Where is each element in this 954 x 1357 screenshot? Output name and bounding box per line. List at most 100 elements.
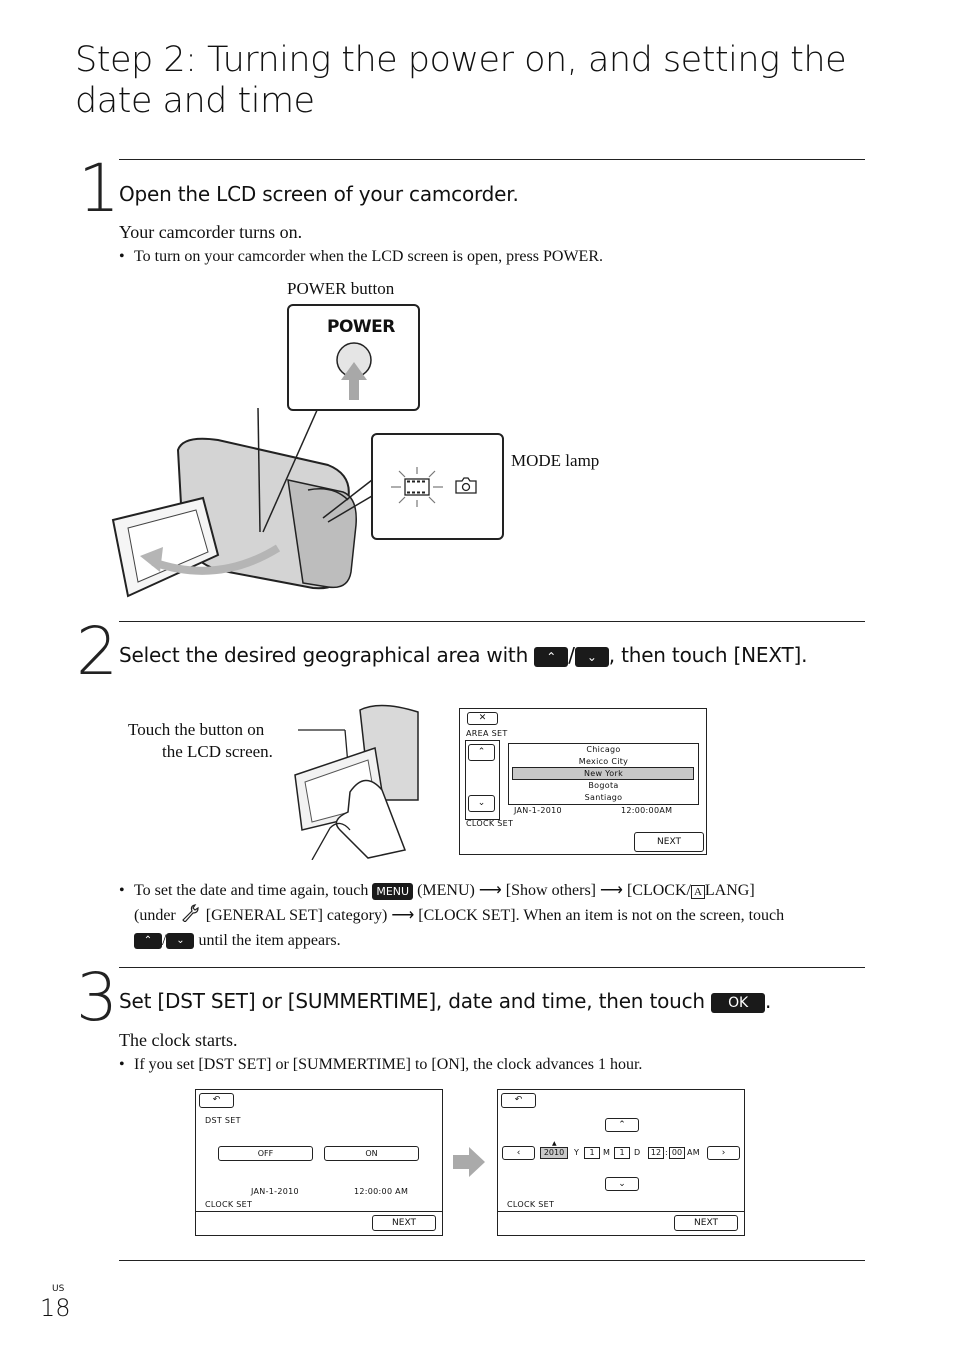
down-icon: ⌄ <box>477 798 486 808</box>
clock-set-label: CLOCK SET <box>507 1200 555 1209</box>
dst-set-screen: ↶ DST SET OFF ON JAN-1-2010 12:00:00 AM … <box>195 1089 443 1236</box>
screen-divider <box>498 1211 744 1212</box>
page-number: 18 <box>40 1294 71 1322</box>
next-button[interactable]: NEXT <box>634 832 704 852</box>
heading-end: . <box>765 989 772 1013</box>
down-icon: ⌄ <box>574 646 609 667</box>
chevron-right-icon: › <box>721 1148 726 1158</box>
bullet-text: until the item appears. <box>198 932 341 949</box>
step3-heading: Set [DST SET] or [SUMMERTIME], date and … <box>119 989 771 1013</box>
heading-slash: / <box>568 643 575 667</box>
step-number: 3 <box>76 959 118 1036</box>
ok-icon: OK <box>711 992 766 1013</box>
minute-field[interactable]: 00 <box>669 1147 685 1159</box>
divider <box>119 1260 865 1261</box>
step-number: 2 <box>76 613 118 690</box>
clock-set-label: CLOCK SET <box>205 1200 253 1209</box>
time-colon: : <box>665 1148 668 1157</box>
time-value: 12:00:00AM <box>621 806 673 815</box>
list-item[interactable]: Mexico City <box>578 757 629 766</box>
screen-divider <box>196 1211 442 1212</box>
arrow-right-icon: ⟶ <box>391 907 415 924</box>
time-value: 12:00:00 AM <box>354 1187 409 1196</box>
next-field-button[interactable]: › <box>707 1146 740 1160</box>
date-value: JAN-1-2010 <box>514 806 562 815</box>
dst-set-label: DST SET <box>205 1116 241 1125</box>
region-code: US <box>52 1284 65 1294</box>
area-set-label: AREA SET <box>466 729 508 738</box>
back-icon: ↶ <box>212 1095 221 1105</box>
chevron-left-icon: ‹ <box>516 1148 521 1158</box>
ampm-label: AM <box>687 1148 700 1157</box>
scroll-column <box>465 740 500 820</box>
heading-text: Select the desired geographical area wit… <box>119 643 529 667</box>
next-button[interactable]: NEXT <box>674 1215 738 1231</box>
bullet-text: LANG] <box>704 882 755 899</box>
bullet-text: To set the date and time again, touch <box>134 882 369 899</box>
back-icon: ↶ <box>514 1095 523 1105</box>
wrench-icon <box>181 904 199 923</box>
up-button[interactable]: ⌃ <box>605 1118 639 1132</box>
clock-set-screen: ↶ ⌃ ‹ ▲ 2010 Y 1 M 1 D 12 : 00 AM › ⌄ CL… <box>497 1089 745 1236</box>
step1-body: Your camcorder turns on. <box>119 222 303 242</box>
clock-set-label: CLOCK SET <box>466 819 514 828</box>
prev-button[interactable]: ‹ <box>502 1146 535 1160</box>
hour-field[interactable]: 12 <box>648 1147 664 1159</box>
mode-lamp-label: MODE lamp <box>511 451 600 470</box>
down-button[interactable]: ⌄ <box>605 1177 639 1191</box>
touch-label-line2: the LCD screen. <box>162 742 273 761</box>
list-item[interactable]: Chicago <box>586 745 621 754</box>
heading-text: , then touch [NEXT]. <box>608 643 808 667</box>
bullet-slash: / <box>162 932 167 949</box>
menu-icon: MENU <box>372 882 414 900</box>
step1-bullet: •To turn on your camcorder when the LCD … <box>119 248 603 265</box>
divider <box>119 967 865 968</box>
bullet-text: [CLOCK SET]. When an item is not on the … <box>418 907 785 924</box>
bullet-text: [GENERAL SET] category) <box>205 907 388 924</box>
step2-bullet: •To set the date and time again, touch M… <box>119 882 785 950</box>
date-value: JAN-1-2010 <box>251 1187 299 1196</box>
step2-heading: Select the desired geographical area wit… <box>119 643 807 667</box>
next-button[interactable]: NEXT <box>372 1215 436 1231</box>
down-icon: ⌄ <box>166 933 195 950</box>
step3-body: The clock starts. <box>119 1030 238 1050</box>
list-item[interactable]: Santiago <box>584 793 623 802</box>
bullet-text: [CLOCK/ <box>626 882 691 899</box>
arrow-right-icon <box>453 1147 485 1177</box>
selected-row <box>512 767 694 780</box>
film-icon <box>391 467 443 507</box>
bullet-text: [Show others] <box>505 882 597 899</box>
page-title: Step 2: Turning the power on, and settin… <box>75 40 847 121</box>
power-callout: POWER <box>287 304 420 411</box>
on-button[interactable]: ON <box>324 1146 419 1161</box>
back-button[interactable]: ↶ <box>199 1093 234 1108</box>
divider <box>119 159 865 160</box>
mode-lamp-callout <box>371 433 504 540</box>
down-button[interactable]: ⌄ <box>468 795 495 812</box>
bullet-text: (under <box>134 907 176 924</box>
camera-icon <box>455 477 477 494</box>
bullet-text: To turn on your camcorder when the LCD s… <box>134 248 603 265</box>
month-label: M <box>603 1148 611 1157</box>
lang-icon: A <box>690 885 705 899</box>
month-field[interactable]: 1 <box>584 1147 600 1159</box>
heading-text: Set [DST SET] or [SUMMERTIME], date and … <box>119 989 705 1013</box>
bullet-text: If you set [DST SET] or [SUMMERTIME] to … <box>134 1056 643 1073</box>
up-icon: ⌃ <box>134 933 162 950</box>
step1-heading: Open the LCD screen of your camcorder. <box>119 182 519 206</box>
camcorder-illustration <box>111 407 373 598</box>
back-button[interactable]: ↶ <box>501 1093 536 1108</box>
close-button[interactable]: ✕ <box>467 712 498 725</box>
list-item[interactable]: Bogota <box>588 781 619 790</box>
up-button[interactable]: ⌃ <box>468 744 495 761</box>
touch-screen-illustration <box>294 704 419 860</box>
day-field[interactable]: 1 <box>614 1147 630 1159</box>
power-button-label: POWER button <box>287 279 395 298</box>
off-button[interactable]: OFF <box>218 1146 313 1161</box>
year-field[interactable]: 2010 <box>540 1147 568 1159</box>
area-set-screen: ✕ AREA SET ⌃ ⌄ Chicago Mexico City New Y… <box>459 708 707 855</box>
step-number: 1 <box>78 150 120 227</box>
day-label: D <box>634 1148 641 1157</box>
power-text: POWER <box>327 317 395 337</box>
list-item-selected[interactable]: New York <box>583 769 624 778</box>
